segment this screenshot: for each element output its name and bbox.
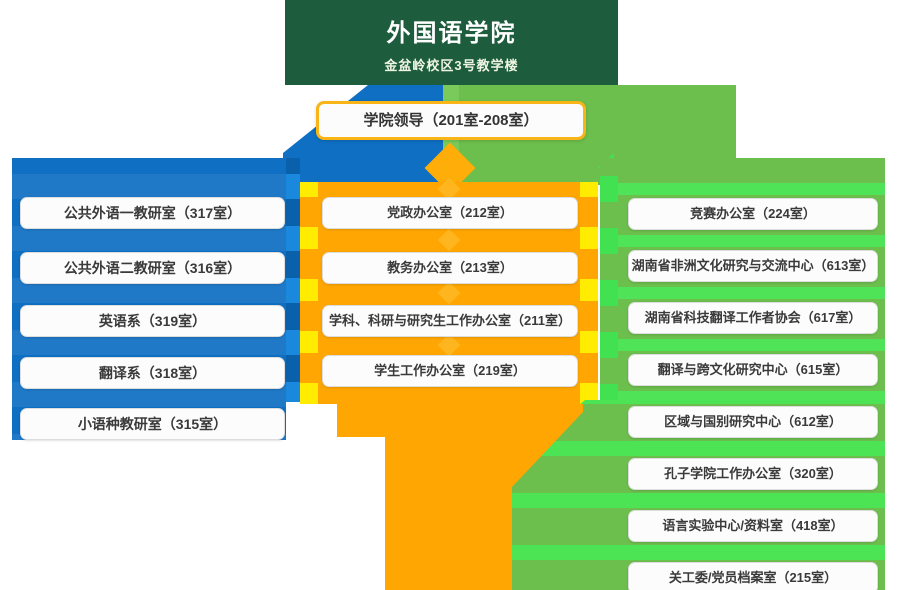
office-box: 教务办公室（213室） — [322, 252, 578, 284]
college-title: 外国语学院 — [386, 20, 517, 47]
center-box: 区域与国别研究中心（612室） — [628, 406, 878, 438]
dept-box: 小语种教研室（315室） — [20, 408, 285, 440]
dept-box: 英语系（319室） — [20, 305, 285, 337]
center-box: 竞赛办公室（224室） — [628, 198, 878, 230]
center-box: 关工委/党员档案室（215室） — [628, 562, 878, 590]
blue-column-edge-strip — [286, 158, 300, 402]
orange-column-edge-strip-left — [300, 182, 318, 404]
dept-box: 公共外语一教研室（317室） — [20, 197, 285, 229]
office-box: 学科、科研与研究生工作办公室（211室） — [322, 305, 578, 337]
office-box: 学生工作办公室（219室） — [322, 355, 578, 387]
center-box: 孔子学院工作办公室（320室） — [628, 458, 878, 490]
center-box: 湖南省非洲文化研究与交流中心（613室） — [628, 250, 878, 282]
office-box: 党政办公室（212室） — [322, 197, 578, 229]
center-box: 湖南省科技翻译工作者协会（617室） — [628, 302, 878, 334]
campus-subtitle: 金盆岭校区3号教学楼 — [384, 58, 519, 73]
dept-box: 公共外语二教研室（316室） — [20, 252, 285, 284]
center-box: 翻译与跨文化研究中心（615室） — [628, 354, 878, 386]
dept-box: 翻译系（318室） — [20, 357, 285, 389]
green-column-edge-strip — [600, 158, 618, 402]
center-box: 语言实验中心/资料室（418室） — [628, 510, 878, 542]
orange-column-edge-strip-right — [580, 182, 598, 404]
leadership-box: 学院领导（201室-208室） — [316, 101, 586, 140]
college-header: 外国语学院 金盆岭校区3号教学楼 — [285, 0, 618, 85]
